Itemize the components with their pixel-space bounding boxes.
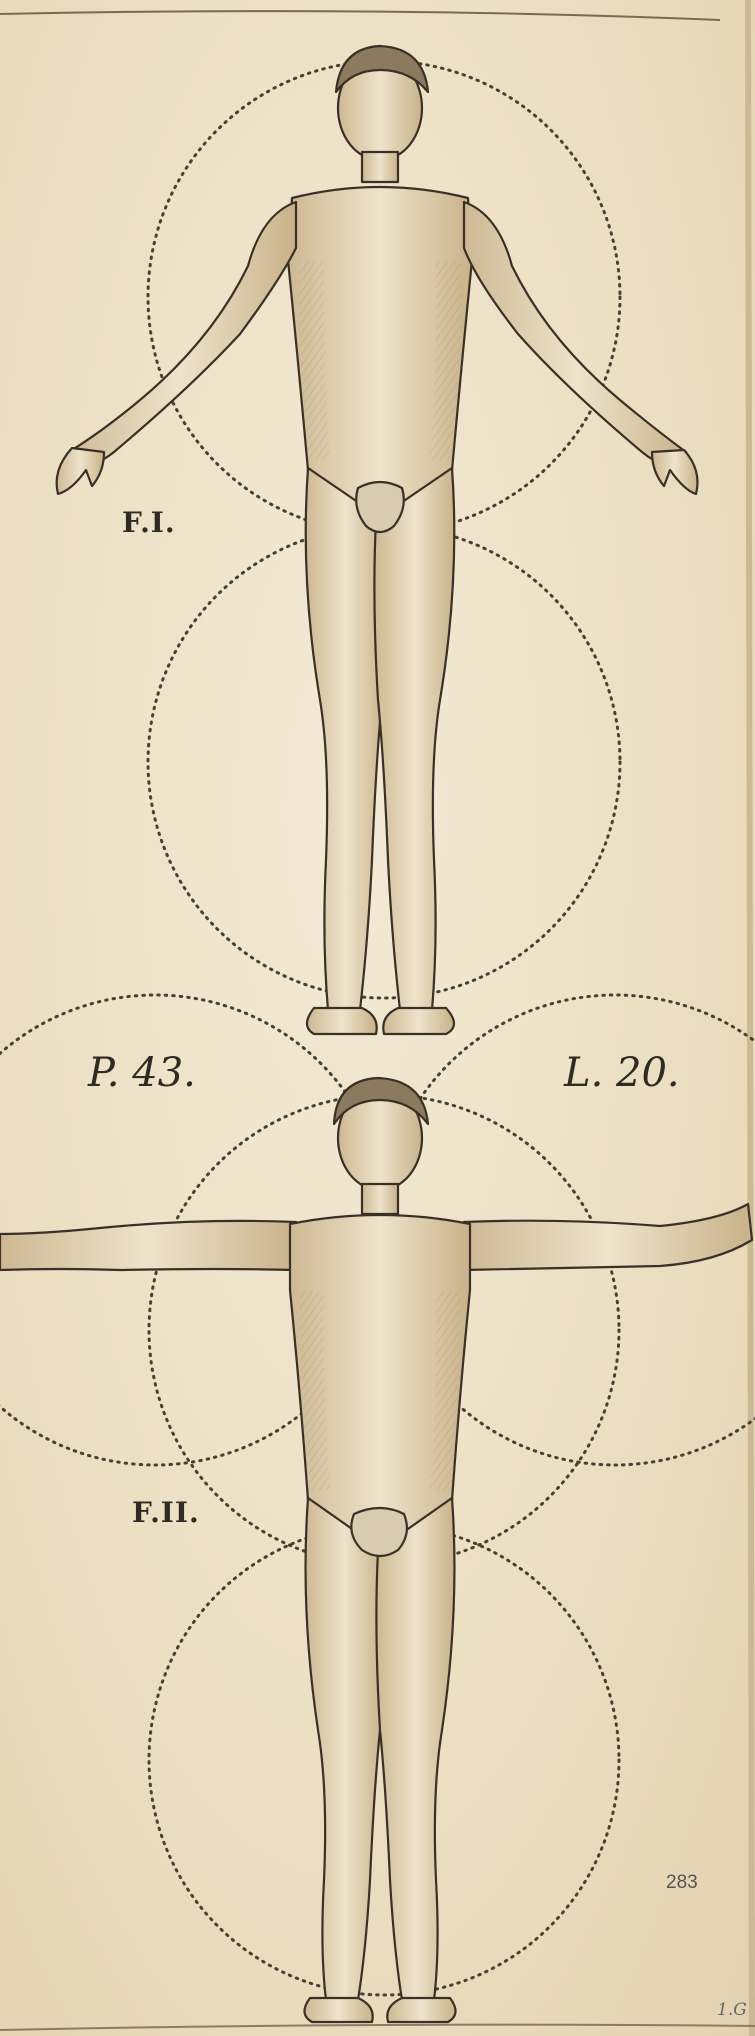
right-reference-label: L. 20. bbox=[564, 1050, 680, 1096]
plate-bottom-edge bbox=[0, 2025, 755, 2030]
left-reference-label: P. 43. bbox=[88, 1050, 196, 1096]
plate-right-edge bbox=[748, 0, 752, 2036]
figure-2 bbox=[0, 1078, 752, 2022]
figure-1-label: F.I. bbox=[122, 506, 176, 539]
plate-border bbox=[0, 11, 720, 20]
corner-mark: 1.G bbox=[717, 2000, 747, 2020]
figure-1 bbox=[57, 46, 698, 1034]
figure-2-label: F.II. bbox=[132, 1496, 200, 1529]
page-number: 283 bbox=[666, 1872, 698, 1894]
